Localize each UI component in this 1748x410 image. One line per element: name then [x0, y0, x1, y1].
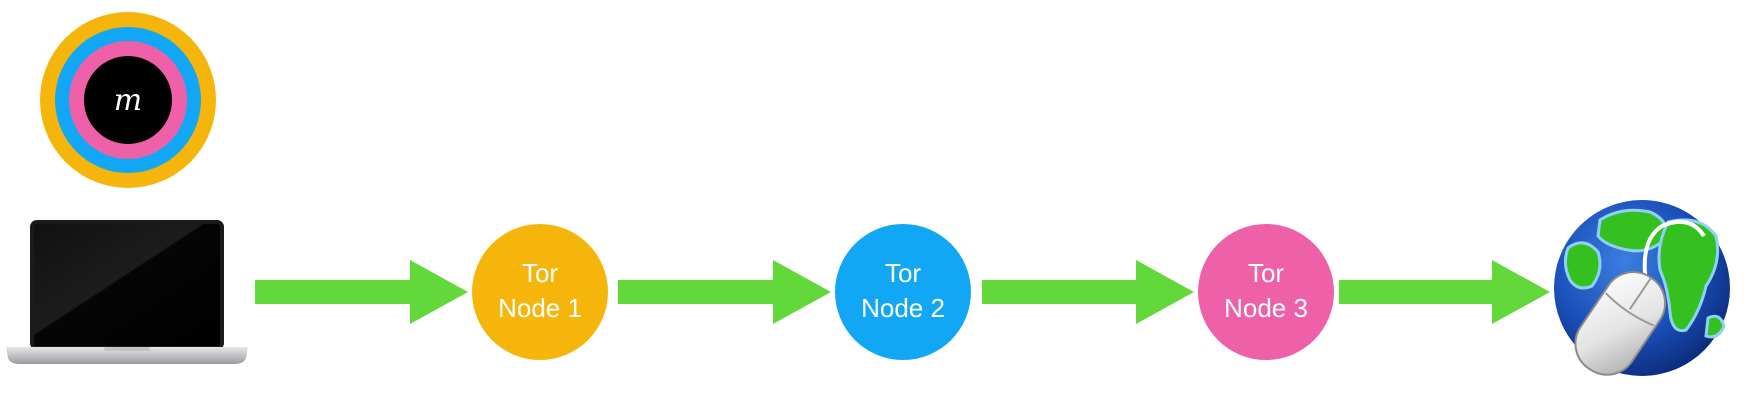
tor-node-2-label-line2: Node 2	[861, 293, 945, 323]
onion-message: m	[40, 12, 216, 188]
tor-node-1: Tor Node 1	[472, 224, 608, 360]
tor-node-1-label-line1: Tor	[522, 258, 558, 288]
tor-node-3-label-line2: Node 3	[1224, 293, 1308, 323]
arrow-node-1-to-node-2	[618, 260, 831, 324]
tor-node-3-label-line1: Tor	[1248, 258, 1284, 288]
arrow-node-2-to-node-3	[982, 260, 1194, 324]
laptop-icon	[6, 220, 248, 364]
tor-node-2-circle	[835, 224, 971, 360]
tor-node-3: Tor Node 3	[1198, 224, 1334, 360]
tor-node-2-label-line1: Tor	[885, 258, 921, 288]
tor-node-2: Tor Node 2	[835, 224, 971, 360]
tor-node-1-circle	[472, 224, 608, 360]
arrow-client-to-node-1	[255, 260, 468, 324]
tor-node-3-circle	[1198, 224, 1334, 360]
globe-with-mouse-icon	[1554, 200, 1730, 376]
tor-node-1-label-line2: Node 1	[498, 293, 582, 323]
message-core	[84, 56, 172, 144]
arrow-node-3-to-destination	[1339, 260, 1550, 324]
message-glyph: m	[114, 83, 142, 118]
